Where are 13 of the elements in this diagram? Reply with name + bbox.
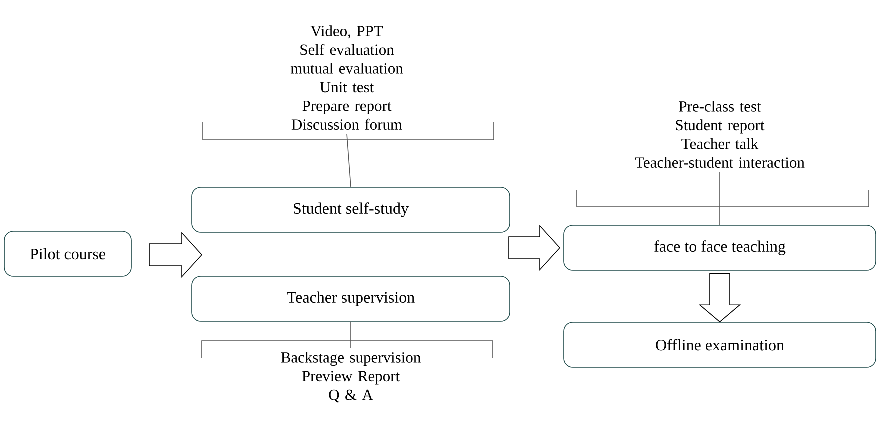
process-box: Student self-study [192, 187, 510, 233]
block-arrow [698, 274, 742, 323]
process-box: Pilot course [4, 231, 132, 277]
item-list: Pre-class test Student report Teacher talk Teacher-student interaction [635, 100, 805, 168]
item-list: Backstage supervision Preview Report Q & A [281, 352, 421, 403]
block-arrow [149, 232, 203, 278]
item-list: Video, PPT Self evaluation mutual evaluation Unit test Prepare report Discussion forum [290, 26, 404, 130]
connector-line [346, 134, 352, 188]
process-box: face to face teaching [564, 225, 876, 271]
connector-line [350, 322, 352, 348]
process-box: Teacher supervision [192, 276, 510, 322]
block-arrow [508, 224, 561, 272]
process-box: Offline examination [564, 322, 876, 368]
